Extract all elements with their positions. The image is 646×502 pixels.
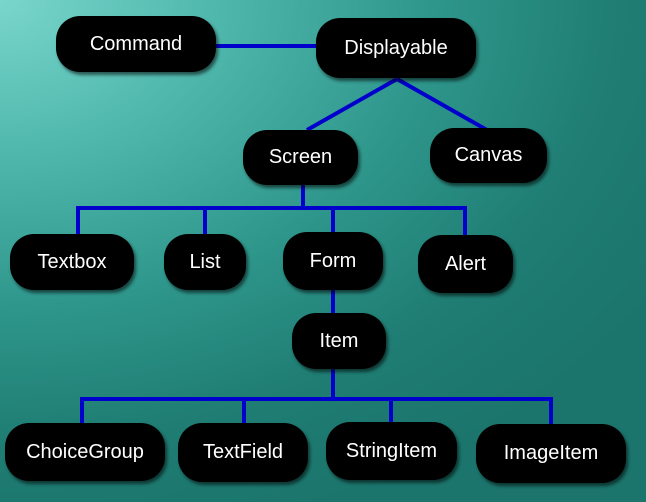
node-choicegroup: ChoiceGroup <box>5 423 165 481</box>
node-form: Form <box>283 232 383 290</box>
node-canvas: Canvas <box>430 128 547 183</box>
node-stringitem: StringItem <box>326 422 457 480</box>
node-displayable: Displayable <box>316 18 476 78</box>
connector-displayable-canvas <box>396 77 488 132</box>
node-alert: Alert <box>418 235 513 293</box>
node-screen: Screen <box>243 130 358 185</box>
node-item: Item <box>292 313 386 369</box>
node-list: List <box>164 234 246 290</box>
node-imageitem: ImageItem <box>476 424 626 483</box>
node-textfield: TextField <box>178 423 308 482</box>
node-textbox: Textbox <box>10 234 134 290</box>
node-command: Command <box>56 16 216 72</box>
connector-displayable-screen <box>306 77 398 132</box>
